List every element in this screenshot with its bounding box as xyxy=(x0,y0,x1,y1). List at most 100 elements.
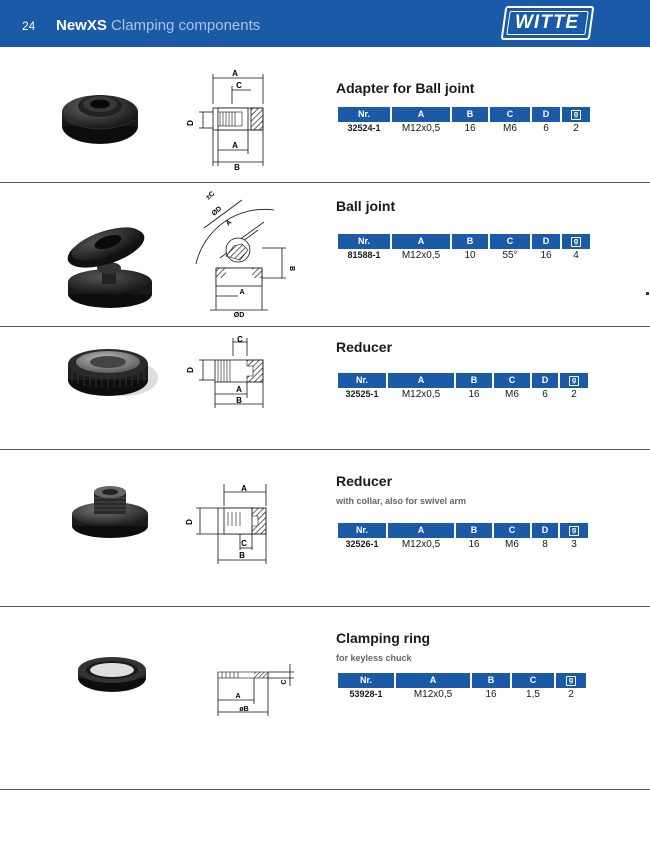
cell-nr: 81588-1 xyxy=(338,248,390,261)
col-header-weight: g xyxy=(562,107,590,121)
spec-table: Nr. A B C D g 81588-1 M12x0,5 10 55° 16 … xyxy=(336,234,592,261)
col-header-weight: g xyxy=(562,234,590,248)
section-divider xyxy=(0,449,650,450)
cell-weight: 3 xyxy=(560,537,588,550)
col-header: C xyxy=(490,107,530,121)
cell-a: M12x0,5 xyxy=(392,248,450,261)
cell-c: 55° xyxy=(490,248,530,261)
col-header: D xyxy=(532,234,560,248)
technical-drawing: ±C ØD A B A ØD xyxy=(195,190,295,319)
product-photo xyxy=(78,657,146,692)
cell-nr: 53928-1 xyxy=(338,687,394,700)
col-header: B xyxy=(456,373,492,387)
technical-drawing: A D C B xyxy=(186,484,267,564)
cell-nr: 32524-1 xyxy=(338,121,390,134)
cell-nr: 32525-1 xyxy=(338,387,386,400)
product-photo xyxy=(67,227,152,308)
cell-c: M6 xyxy=(494,537,530,550)
spec-row: 32526-1 M12x0,5 16 M6 8 3 xyxy=(338,537,588,550)
col-header: Nr. xyxy=(338,234,390,248)
section-divider xyxy=(0,182,650,183)
col-header: D xyxy=(532,373,558,387)
col-header: C xyxy=(494,373,530,387)
col-header: D xyxy=(532,107,560,121)
col-header: A xyxy=(392,234,450,248)
dim-label-a2: A xyxy=(232,141,238,150)
dim-label-b: B xyxy=(234,163,240,172)
product-title: Clamping ring xyxy=(336,630,431,646)
col-header: Nr. xyxy=(338,107,390,121)
dim-label-a: A xyxy=(241,484,247,493)
spec-header-row: Nr. A B C D g xyxy=(338,523,588,537)
spec-row: 53928-1 M12x0,5 16 1,5 2 xyxy=(338,687,586,700)
cell-a: M12x0,5 xyxy=(396,687,470,700)
section-divider xyxy=(0,789,650,790)
spec-header-row: Nr. A B C D g xyxy=(338,234,590,248)
cell-weight: 2 xyxy=(560,387,588,400)
weight-icon: g xyxy=(569,376,579,386)
cell-b: 16 xyxy=(456,537,492,550)
spec-row: 32525-1 M12x0,5 16 M6 6 2 xyxy=(338,387,588,400)
cell-b: 16 xyxy=(472,687,510,700)
dim-label-a2: A xyxy=(239,289,244,296)
col-header: C xyxy=(494,523,530,537)
col-header: B xyxy=(456,523,492,537)
page-header: 24 NewXS Clamping components WITTE xyxy=(0,0,650,47)
spec-row: 81588-1 M12x0,5 10 55° 16 4 xyxy=(338,248,590,261)
dim-label-b: B xyxy=(288,266,295,271)
product-title: Adapter for Ball joint xyxy=(336,80,475,96)
technical-drawing: C A øB xyxy=(217,664,294,716)
dim-label-d: D xyxy=(186,367,195,373)
product-subtitle: for keyless chuck xyxy=(336,653,412,663)
dim-label-d: D xyxy=(186,120,195,126)
cell-a: M12x0,5 xyxy=(388,387,454,400)
cell-c: M6 xyxy=(490,121,530,134)
product-title: Reducer xyxy=(336,339,393,355)
weight-icon: g xyxy=(566,676,576,686)
col-header: B xyxy=(452,234,488,248)
technical-drawing: C D A B xyxy=(186,335,264,408)
logo-frame: WITTE xyxy=(506,11,589,35)
dim-label-c: ±C xyxy=(205,190,216,201)
col-header-weight: g xyxy=(556,673,586,687)
col-header: B xyxy=(472,673,510,687)
dim-label-a: A xyxy=(225,219,233,228)
dim-label-d: D xyxy=(186,519,194,525)
dim-label-b: B xyxy=(239,551,245,560)
spec-table: Nr. A B C D g 32524-1 M12x0,5 16 M6 6 2 xyxy=(336,107,592,134)
cell-d: 8 xyxy=(532,537,558,550)
cell-b: 16 xyxy=(456,387,492,400)
spec-header-row: Nr. A B C D g xyxy=(338,107,590,121)
spec-table: Nr. A B C D g 32525-1 M12x0,5 16 M6 6 2 xyxy=(336,373,590,400)
cell-d: 6 xyxy=(532,121,560,134)
spec-header-row: Nr. A B C g xyxy=(338,673,586,687)
witte-logo: WITTE xyxy=(500,6,595,40)
dim-label-c: C xyxy=(237,335,243,344)
section-divider xyxy=(0,606,650,607)
dim-label-d2: ØD xyxy=(234,312,245,319)
dim-label-c: C xyxy=(236,81,242,90)
col-header: B xyxy=(452,107,488,121)
dim-label-b: B xyxy=(236,396,242,405)
col-header: Nr. xyxy=(338,673,394,687)
cell-a: M12x0,5 xyxy=(392,121,450,134)
cell-weight: 2 xyxy=(556,687,586,700)
page-number: 24 xyxy=(22,19,36,33)
product-photo xyxy=(62,95,138,144)
cell-d: 16 xyxy=(532,248,560,261)
col-header: D xyxy=(532,523,558,537)
margin-mark xyxy=(646,292,649,295)
col-header: A xyxy=(388,373,454,387)
product-title: Ball joint xyxy=(336,198,396,214)
product-photo xyxy=(68,349,158,396)
weight-icon: g xyxy=(571,110,581,120)
col-header: A xyxy=(392,107,450,121)
dim-label-b: øB xyxy=(239,706,248,713)
product-title: Reducer xyxy=(336,473,393,489)
dim-label-a: A xyxy=(232,69,238,78)
col-header: A xyxy=(388,523,454,537)
weight-icon: g xyxy=(571,237,581,247)
spec-table: Nr. A B C g 53928-1 M12x0,5 16 1,5 2 xyxy=(336,673,588,700)
col-header-weight: g xyxy=(560,373,588,387)
spec-row: 32524-1 M12x0,5 16 M6 6 2 xyxy=(338,121,590,134)
